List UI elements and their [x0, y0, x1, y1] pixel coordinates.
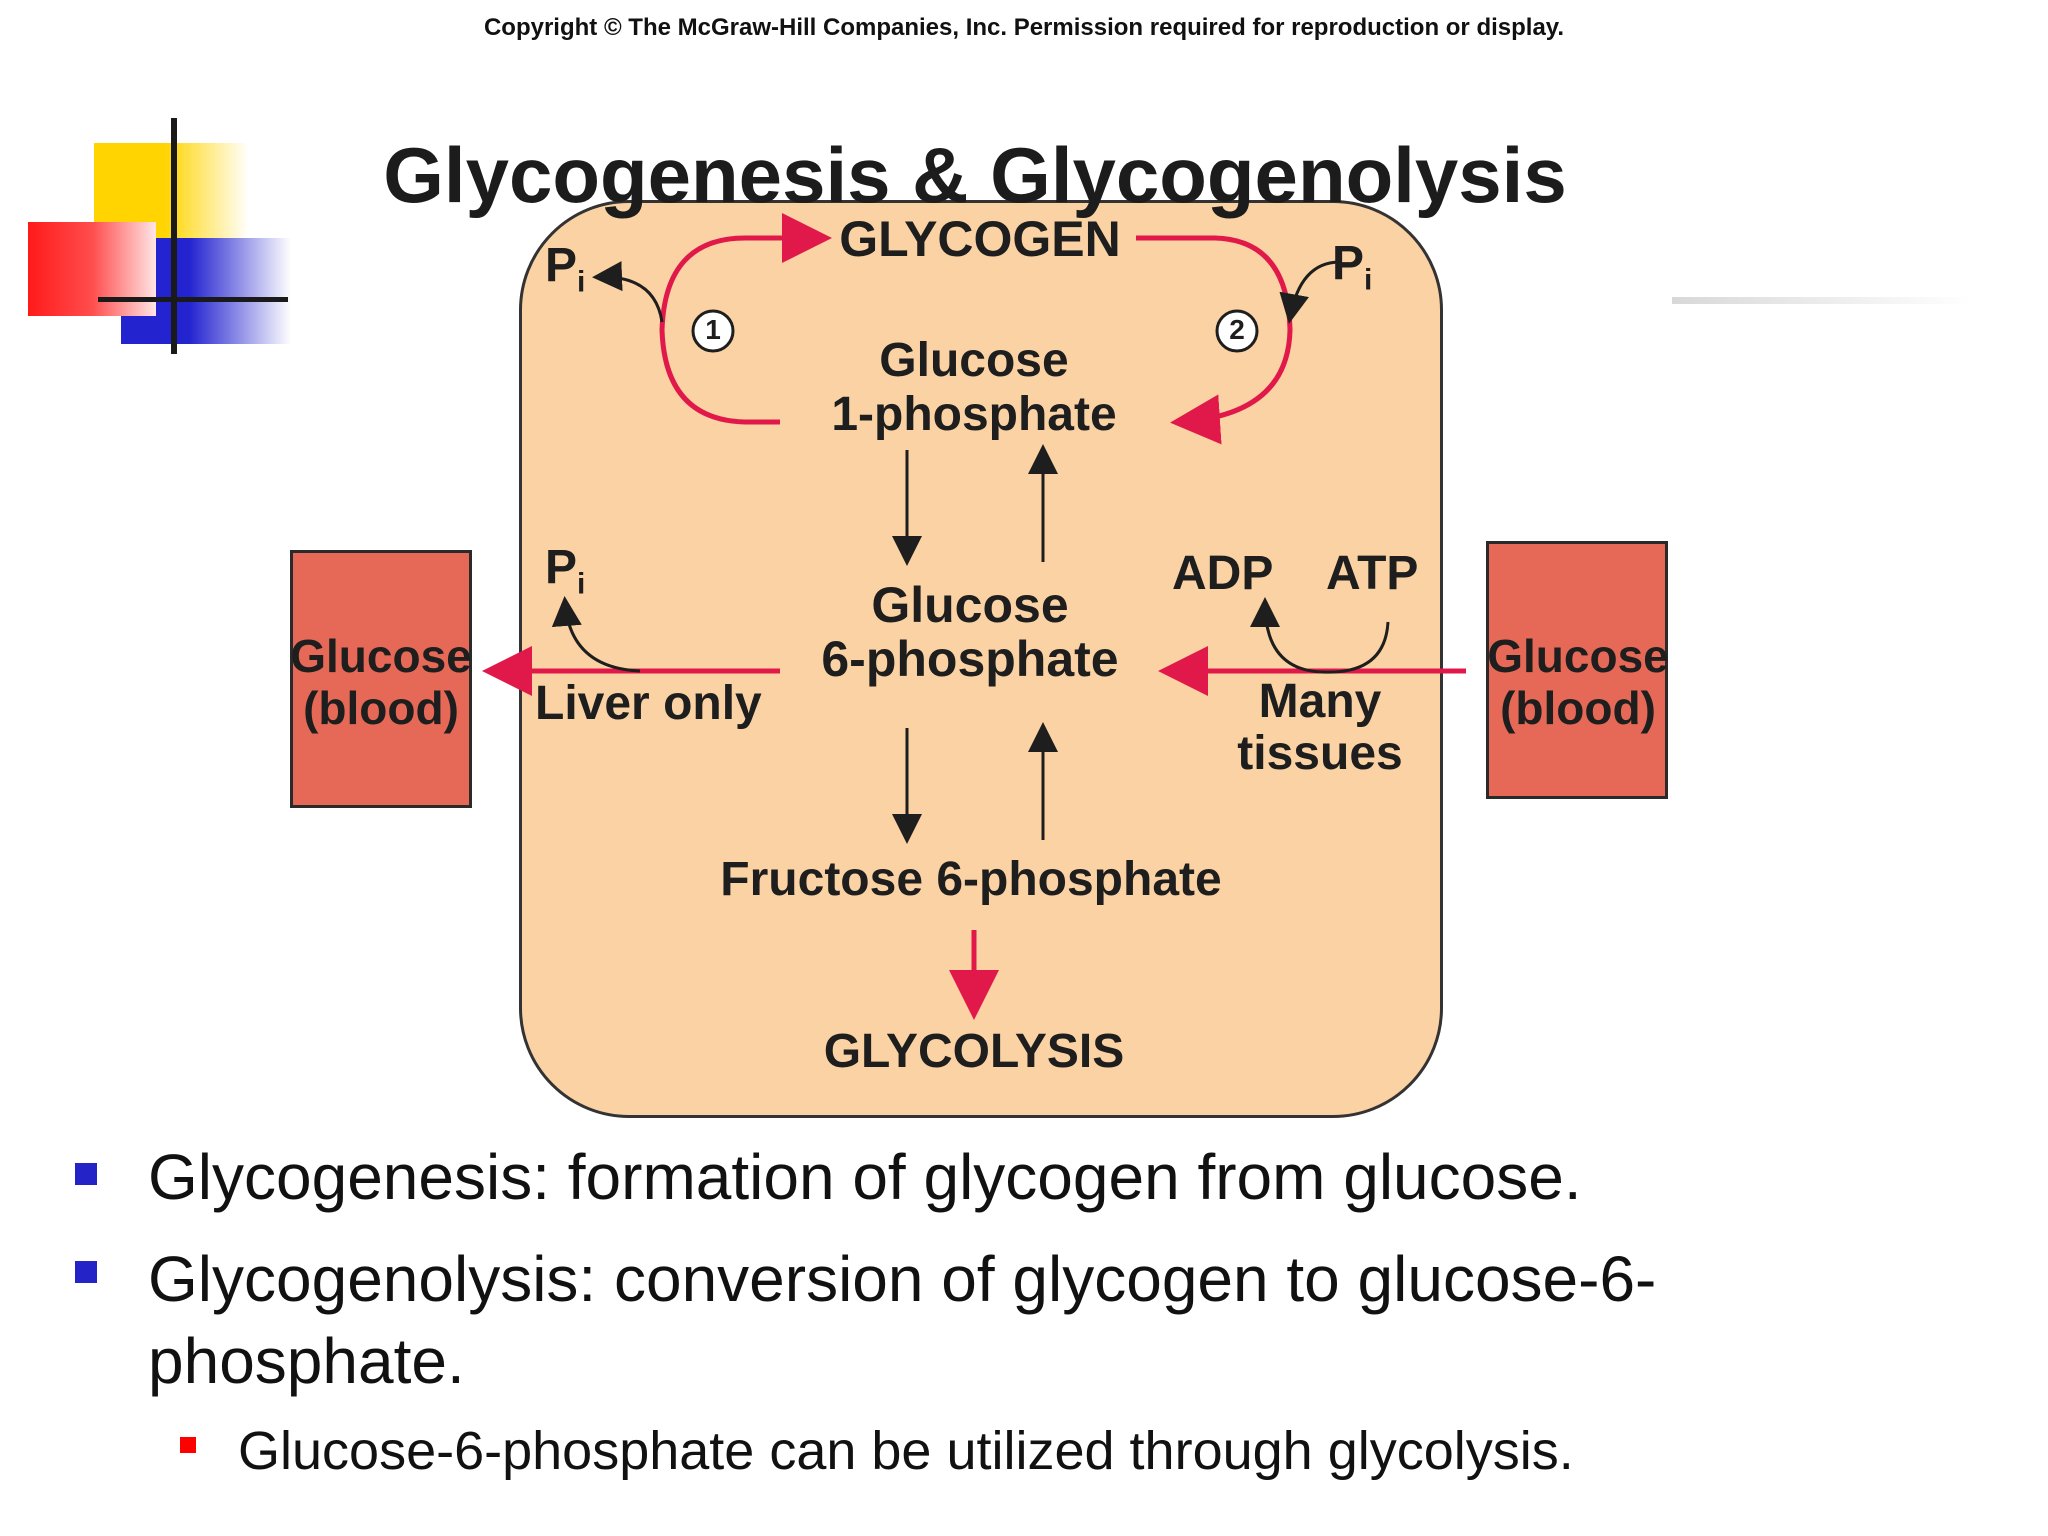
- glucose-6-phosphate-label: Glucose 6-phosphate: [770, 578, 1170, 686]
- liver-only-label: Liver only: [535, 677, 762, 730]
- glycolysis-label: GLYCOLYSIS: [823, 1025, 1125, 1078]
- glucose-1-phosphate-label: Glucose 1-phosphate: [774, 334, 1174, 442]
- glucose-6p-line2: 6-phosphate: [821, 631, 1119, 687]
- pi-liver-subscript: i: [577, 567, 586, 601]
- blood-right-line2: (blood): [1500, 682, 1656, 734]
- many-tissues-label: Many tissues: [1220, 676, 1420, 780]
- blood-left-line2: (blood): [303, 682, 459, 734]
- bullet-2-line2: phosphate.: [148, 1325, 465, 1397]
- many-tissues-line1: Many: [1258, 675, 1382, 728]
- pi-label-liver: Pi: [545, 540, 615, 602]
- glycogen-label: GLYCOGEN: [839, 211, 1121, 267]
- bullet-1-text: Glycogenesis: formation of glycogen from…: [148, 1141, 1582, 1213]
- pi-label-2: Pi: [1332, 236, 1402, 298]
- step-2-circle: [1215, 309, 1259, 353]
- glycogenolysis-arrow: [1136, 235, 1293, 445]
- slide-title: Glycogenesis & Glycogenolysis: [383, 131, 1567, 219]
- step-1-number: 1: [705, 314, 721, 345]
- bullet-2-line1: Glycogenolysis: conversion of glycogen t…: [148, 1243, 1657, 1315]
- step-2-number: 2: [1229, 314, 1245, 345]
- decorative-horizontal-line: [98, 297, 288, 302]
- bullet-2-text: Glycogenolysis: conversion of glycogen t…: [148, 1238, 1656, 1402]
- glucose-1p-line1: Glucose: [879, 334, 1069, 387]
- bullet-marker-1: [75, 1163, 97, 1185]
- atp-to-adp-arrow: [1250, 597, 1390, 674]
- pi-1-symbol: P: [545, 239, 578, 292]
- many-tissues-line2: tissues: [1237, 727, 1403, 780]
- bullet-marker-2: [75, 1261, 97, 1283]
- blood-right-line1: Glucose: [1487, 630, 1669, 682]
- fructose-6-phosphate-label: Fructose 6-phosphate: [720, 853, 1222, 906]
- pi-label-1: Pi: [545, 238, 615, 300]
- step-1-circle: [691, 309, 735, 353]
- blood-glucose-box-left: [290, 550, 472, 808]
- adp-label: ADP: [1172, 547, 1274, 600]
- blood-left-line1: Glucose: [290, 630, 472, 682]
- pi-release-arrow-1: [592, 261, 664, 323]
- pi-release-arrow-liver: [551, 596, 641, 673]
- blood-glucose-box-right: [1486, 541, 1668, 799]
- decorative-vertical-line: [171, 118, 177, 354]
- glucose-6p-line1: Glucose: [871, 577, 1069, 633]
- pi-liver-symbol: P: [545, 541, 578, 594]
- copyright-notice: Copyright © The McGraw-Hill Companies, I…: [483, 14, 1565, 41]
- atp-label: ATP: [1326, 547, 1419, 600]
- blood-glucose-label-left: Glucose (blood): [281, 630, 481, 734]
- glucose-1p-line2: 1-phosphate: [831, 388, 1117, 441]
- pi-uptake-arrow-2: [1279, 260, 1341, 324]
- decorative-title-rule: [1672, 297, 1972, 304]
- sub-bullet-text: Glucose-6-phosphate can be utilized thro…: [238, 1421, 1574, 1481]
- blood-glucose-label-right: Glucose (blood): [1478, 630, 1678, 734]
- pi-1-subscript: i: [577, 265, 586, 299]
- pi-2-subscript: i: [1364, 263, 1373, 297]
- glycogenesis-arrow: [659, 213, 832, 425]
- sub-bullet-marker: [180, 1437, 196, 1453]
- pi-2-symbol: P: [1332, 237, 1365, 290]
